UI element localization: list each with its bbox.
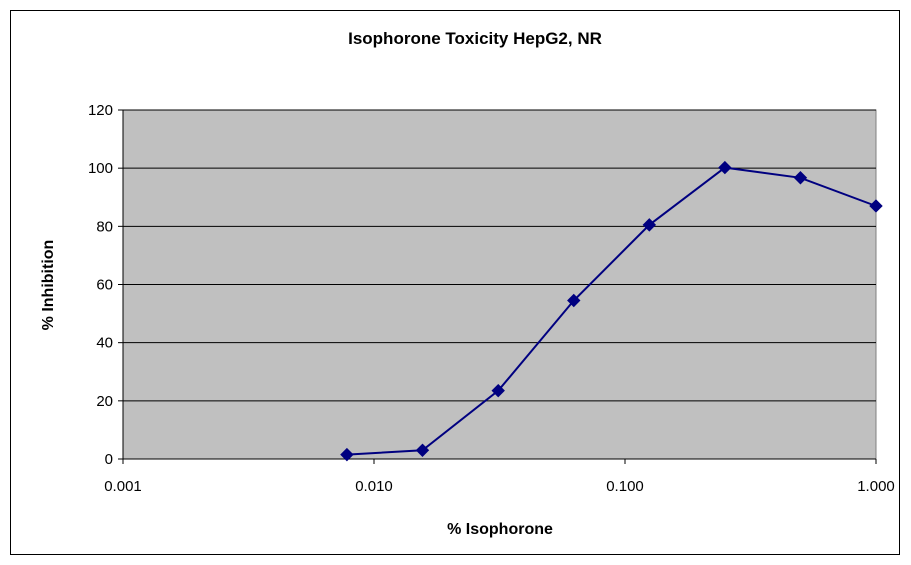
y-tick-label-0: 0 [105, 451, 113, 468]
data-point-5 [718, 160, 732, 175]
x-tick-labels: 0.001 0.010 0.100 1.000 [104, 478, 895, 495]
grid-lines [123, 109, 876, 402]
data-point-4 [642, 218, 657, 232]
x-tick-label-3: 1.000 [857, 478, 895, 495]
data-point-3 [567, 293, 581, 308]
x-tick-label-0: 0.001 [104, 478, 142, 495]
data-point-1 [415, 443, 430, 457]
y-tick-label-3: 60 [96, 277, 113, 294]
series-group [340, 160, 883, 462]
data-point-7 [869, 199, 883, 213]
y-tick-label-6: 120 [88, 102, 113, 119]
y-tick-label-1: 20 [96, 393, 113, 410]
x-axis-label: % Isophorone [447, 521, 553, 538]
chart-title: Isophorone Toxicity HepG2, NR [348, 29, 602, 48]
data-point-0 [340, 447, 354, 462]
x-tick-label-2: 0.100 [606, 478, 644, 495]
series-line-0 [346, 166, 877, 456]
y-tick-label-4: 80 [96, 218, 113, 235]
data-point-2 [491, 383, 505, 398]
data-point-6 [793, 171, 808, 185]
y-tick-label-5: 100 [88, 160, 113, 177]
y-tick-label-2: 40 [96, 335, 113, 352]
axes [118, 109, 877, 464]
y-tick-labels: 0 20 40 60 80 100 120 [88, 102, 113, 468]
y-axis-label: % Inhibition [40, 240, 57, 331]
x-tick-label-1: 0.010 [355, 478, 393, 495]
